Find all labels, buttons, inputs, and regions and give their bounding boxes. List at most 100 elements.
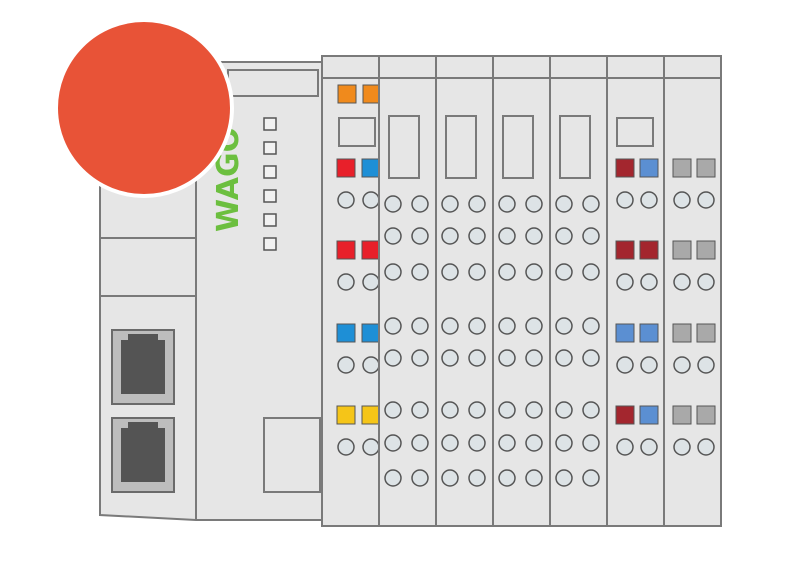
- io-module-7: [663, 55, 722, 527]
- io-module-5: [549, 55, 608, 527]
- io-module-rack: [321, 55, 722, 527]
- coupler-led: [263, 117, 277, 131]
- io-module-3: [435, 55, 494, 527]
- terminal-hole: [498, 263, 516, 281]
- terminal-hole: [582, 195, 600, 213]
- terminal-hole: [468, 195, 486, 213]
- io-module-1: [321, 55, 382, 527]
- status-led: [615, 158, 635, 178]
- terminal-hole: [640, 273, 658, 291]
- status-led: [639, 158, 659, 178]
- terminal-hole: [525, 317, 543, 335]
- terminal-hole: [555, 349, 573, 367]
- status-led: [696, 323, 716, 343]
- terminal-hole: [673, 273, 691, 291]
- terminal-hole: [441, 195, 459, 213]
- status-led: [361, 323, 381, 343]
- terminal-hole: [616, 356, 634, 374]
- module-label-window: [445, 115, 477, 179]
- terminal-hole: [616, 273, 634, 291]
- terminal-hole: [337, 356, 355, 374]
- terminal-hole: [697, 438, 715, 456]
- terminal-hole: [582, 434, 600, 452]
- terminal-hole: [498, 434, 516, 452]
- terminal-hole: [362, 438, 380, 456]
- terminal-hole: [362, 356, 380, 374]
- terminal-hole: [640, 356, 658, 374]
- coupler-led: [263, 237, 277, 251]
- terminal-hole: [498, 195, 516, 213]
- terminal-hole: [555, 195, 573, 213]
- terminal-hole: [673, 356, 691, 374]
- module-label-window: [616, 117, 654, 147]
- terminal-hole: [384, 317, 402, 335]
- status-led: [336, 158, 356, 178]
- ethernet-port-2[interactable]: [111, 417, 175, 493]
- terminal-hole: [441, 263, 459, 281]
- terminal-hole: [441, 317, 459, 335]
- terminal-hole: [384, 263, 402, 281]
- status-led: [361, 158, 381, 178]
- terminal-hole: [337, 191, 355, 209]
- status-led: [672, 240, 692, 260]
- status-led: [615, 323, 635, 343]
- terminal-hole: [525, 469, 543, 487]
- terminal-hole: [468, 469, 486, 487]
- terminal-hole: [384, 401, 402, 419]
- terminal-hole: [337, 273, 355, 291]
- terminal-hole: [582, 317, 600, 335]
- terminal-hole: [468, 227, 486, 245]
- status-led: [337, 84, 357, 104]
- terminal-hole: [525, 263, 543, 281]
- terminal-hole: [555, 263, 573, 281]
- terminal-hole: [411, 401, 429, 419]
- terminal-hole: [441, 401, 459, 419]
- terminal-hole: [555, 227, 573, 245]
- terminal-hole: [362, 191, 380, 209]
- status-led: [696, 158, 716, 178]
- status-led: [639, 240, 659, 260]
- status-led: [615, 405, 635, 425]
- terminal-hole: [525, 227, 543, 245]
- status-led: [696, 405, 716, 425]
- status-led: [336, 405, 356, 425]
- status-led: [615, 240, 635, 260]
- terminal-hole: [384, 469, 402, 487]
- module-label-window: [338, 117, 376, 147]
- terminal-hole: [411, 317, 429, 335]
- module-label-window: [388, 115, 420, 179]
- terminal-hole: [582, 263, 600, 281]
- status-led: [336, 323, 356, 343]
- terminal-hole: [468, 401, 486, 419]
- terminal-hole: [411, 349, 429, 367]
- module-housing: [663, 55, 722, 527]
- terminal-hole: [697, 356, 715, 374]
- terminal-hole: [337, 438, 355, 456]
- terminal-hole: [384, 434, 402, 452]
- terminal-hole: [640, 438, 658, 456]
- terminal-hole: [525, 401, 543, 419]
- terminal-hole: [441, 469, 459, 487]
- terminal-hole: [498, 227, 516, 245]
- terminal-hole: [555, 317, 573, 335]
- ethernet-port-1[interactable]: [111, 329, 175, 405]
- module-label-window: [559, 115, 591, 179]
- coupler-status-leds: [263, 117, 277, 251]
- terminal-hole: [468, 317, 486, 335]
- module-label-window: [502, 115, 534, 179]
- status-led: [639, 323, 659, 343]
- io-module-4: [492, 55, 551, 527]
- terminal-hole: [411, 195, 429, 213]
- status-led: [672, 158, 692, 178]
- status-led: [361, 405, 381, 425]
- terminal-hole: [582, 469, 600, 487]
- terminal-hole: [640, 191, 658, 209]
- terminal-hole: [411, 227, 429, 245]
- coupler-label-window: [263, 417, 321, 493]
- terminal-hole: [411, 469, 429, 487]
- terminal-hole: [673, 438, 691, 456]
- terminal-hole: [498, 401, 516, 419]
- terminal-hole: [468, 263, 486, 281]
- status-led: [696, 240, 716, 260]
